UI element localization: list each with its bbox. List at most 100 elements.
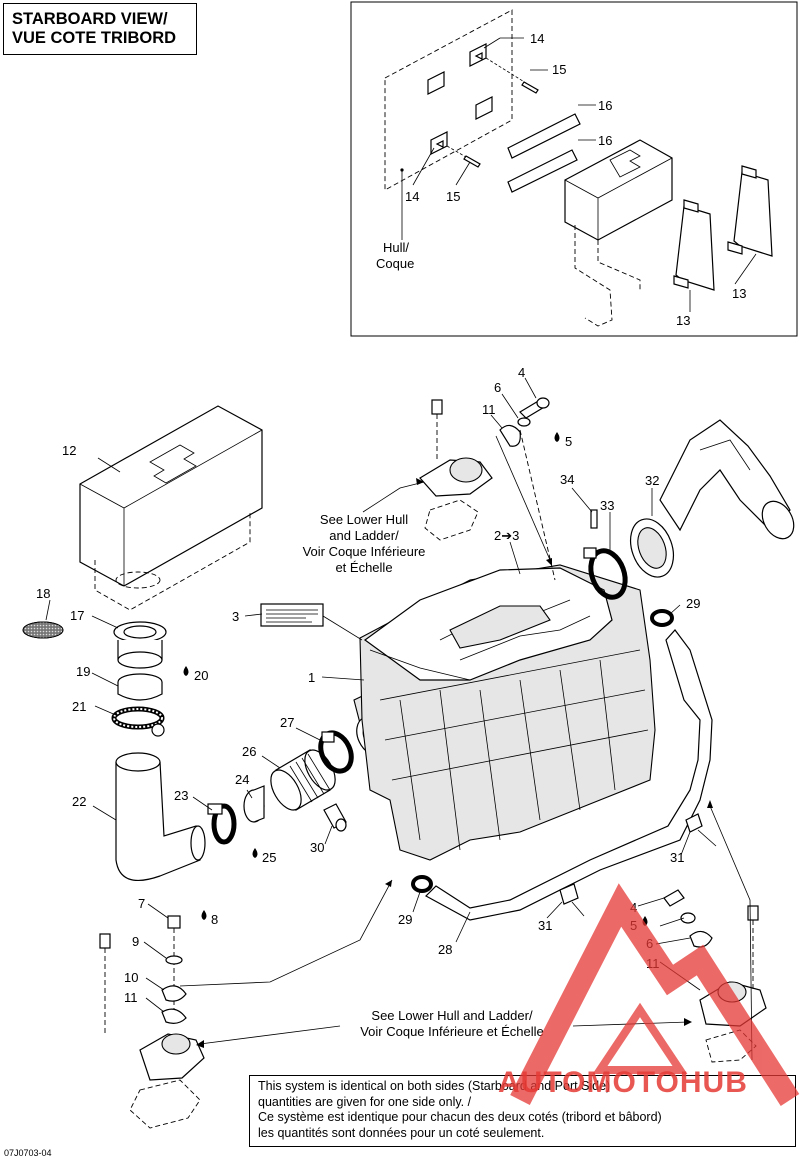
svg-text:See Lower Hull: See Lower Hull [320,512,408,527]
callout-16: 16 [598,133,612,148]
callout-10: 10 [124,970,138,985]
callout-8: 8 [211,912,218,927]
callout-7: 7 [138,896,145,911]
lubricant-drop-icons [183,432,648,926]
hull-label: Coque [376,256,414,271]
hose-22 [115,752,206,882]
callout-33: 33 [600,498,614,513]
note-line: quantities are given for one side only. … [258,1094,472,1109]
engine-1 [359,564,656,861]
callout-18: 18 [36,586,50,601]
clamp-21 [111,706,165,737]
engine-cover-2 [363,567,613,681]
inset-callouts: 14 15 16 16 14 15 13 13 Hull/ Coque [376,31,746,328]
see-lower-hull-top: See Lower Hull and Ladder/ Voir Coque In… [303,512,426,575]
clamp-33 [583,547,628,600]
view-title: STARBOARD VIEW/ VUE COTE TRIBORD [3,3,197,55]
callout-22: 22 [72,794,86,809]
callout-13: 13 [676,313,690,328]
note-line: Ce système est identique pour chacun des… [258,1110,662,1124]
ring-19 [117,673,163,701]
drop-icon [252,848,258,858]
callout-29: 29 [686,596,700,611]
drop-icon [201,910,207,920]
callout-34: 34 [560,472,574,487]
view-title-line2: VUE COTE TRIBORD [12,29,177,47]
callout-29: 29 [398,912,412,927]
callout-11: 11 [482,402,496,417]
callout-28: 28 [438,942,452,957]
svg-text:et Échelle: et Échelle [335,560,392,575]
callout-15: 15 [446,189,460,204]
strainer-18 [22,621,64,639]
callout-6: 6 [494,380,501,395]
callout-14: 14 [405,189,419,204]
drop-icon [183,666,189,676]
fitting-30 [323,803,347,832]
clamp-29-upper [650,609,674,627]
clamp-27 [318,730,354,774]
clamp-23 [207,803,237,845]
screw-15-upper [485,57,539,94]
callout-31: 31 [670,850,684,865]
strip-16-lower [507,149,578,193]
figure-reference: 07J0703-04 [4,1148,52,1158]
svg-text:Voir Coque Inférieure et Échel: Voir Coque Inférieure et Échelle [360,1024,544,1039]
svg-text:Voir Coque Inférieure: Voir Coque Inférieure [303,544,426,559]
note-line: les quantités sont données pour un coté … [258,1125,545,1140]
strip-16-upper [507,113,581,159]
leader-lines [45,377,753,1061]
callout-12: 12 [62,443,76,458]
inset-panel [350,1,798,337]
strap-13-left [673,199,715,291]
callout-19: 19 [76,664,90,679]
water-box-12 [79,405,263,611]
watermark-text: AUTOMOTOHUB [498,1066,748,1099]
callout-27: 27 [280,715,294,730]
callout-14: 14 [530,31,544,46]
callout-2to3: 2➔3 [494,528,519,543]
svg-text:See Lower Hull and Ladder/: See Lower Hull and Ladder/ [371,1008,533,1023]
mount-hardware-top [499,397,556,581]
hose-28 [425,629,713,921]
inset-tank [564,139,673,327]
callout-11: 11 [124,990,138,1005]
hull-label: Hull/ [383,240,409,255]
callout-23: 23 [174,788,188,803]
engine-mount-lower-left [99,915,205,1129]
ring-24 [243,785,265,823]
callout-25: 25 [262,850,276,865]
hose-26 [270,749,336,811]
callout-9: 9 [132,934,139,949]
callout-17: 17 [70,608,84,623]
callout-13: 13 [732,286,746,301]
strap-13-right [727,165,773,257]
callout-3: 3 [232,609,239,624]
clip-31-right [685,813,717,847]
callout-1: 1 [308,670,315,685]
clamp-29-lower [411,875,433,893]
pin-34 [590,509,598,529]
view-title-line1: STARBOARD VIEW/ [12,10,168,28]
callout-5: 5 [565,434,572,449]
callout-21: 21 [72,699,86,714]
callout-20: 20 [194,668,208,683]
callout-15: 15 [552,62,566,77]
clip-31-lower [559,883,585,917]
drop-icon [554,432,560,442]
exhaust-pipe-32 [629,419,795,578]
decal-3 [260,603,324,627]
callout-4: 4 [518,365,525,380]
callout-16: 16 [598,98,612,113]
engine-mount-upper [419,399,493,541]
callout-31: 31 [538,918,552,933]
see-lower-hull-bottom: See Lower Hull and Ladder/ Voir Coque In… [360,1008,544,1039]
screw-15-lower [446,145,481,168]
fitting-17 [113,621,167,669]
callout-26: 26 [242,744,256,759]
svg-text:and Ladder/: and Ladder/ [329,528,399,543]
callout-24: 24 [235,772,249,787]
callout-32: 32 [645,473,659,488]
